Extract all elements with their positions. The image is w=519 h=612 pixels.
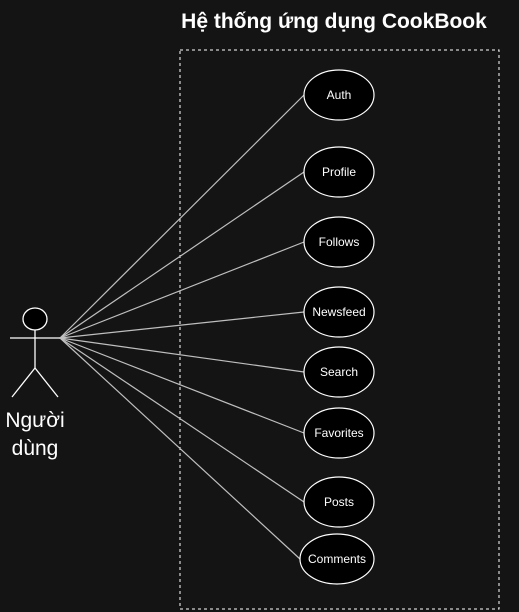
association-search [59,337,305,373]
use-case-label: Search [320,365,358,379]
association-posts [59,337,305,503]
use-case-ellipse [303,346,375,398]
use-case-label: Profile [322,165,356,179]
use-case-label: Favorites [314,426,363,440]
association-auth [59,94,305,339]
use-case-ellipse [303,146,375,198]
use-case-label: Newsfeed [312,305,365,319]
association-profile [59,171,305,339]
actor-left-leg [11,367,36,398]
use-case-follows[interactable]: Follows [303,216,375,268]
use-case-profile[interactable]: Profile [303,146,375,198]
use-case-ellipse [303,476,375,528]
use-case-search[interactable]: Search [303,346,375,398]
association-follows [59,241,305,339]
system-title: Hệ thống ứng dụng CookBook [181,10,487,33]
system-boundary [179,49,500,610]
use-case-ellipse [303,286,375,338]
actor-right-leg [34,367,59,398]
use-case-ellipse [299,533,375,585]
use-case-ellipse [303,69,375,121]
use-case-label: Follows [319,235,360,249]
use-cases: AuthProfileFollowsNewsfeedSearchFavorite… [299,69,375,585]
association-lines [59,94,305,560]
association-newsfeed [59,311,305,339]
actor-head [22,307,48,331]
actor-label-line-2: dùng [12,437,59,460]
use-case-ellipse [303,407,375,459]
use-case-auth[interactable]: Auth [303,69,375,121]
use-case-posts[interactable]: Posts [303,476,375,528]
use-case-label: Auth [327,88,352,102]
association-comments [59,337,301,560]
use-case-favorites[interactable]: Favorites [303,407,375,459]
actor-label-line-1: Người [5,409,64,432]
use-case-ellipse [303,216,375,268]
actor-user[interactable]: Người dùng [5,307,65,460]
use-case-label: Posts [324,495,354,509]
use-case-newsfeed[interactable]: Newsfeed [303,286,375,338]
use-case-comments[interactable]: Comments [299,533,375,585]
use-case-label: Comments [308,552,366,566]
association-favorites [59,337,305,434]
